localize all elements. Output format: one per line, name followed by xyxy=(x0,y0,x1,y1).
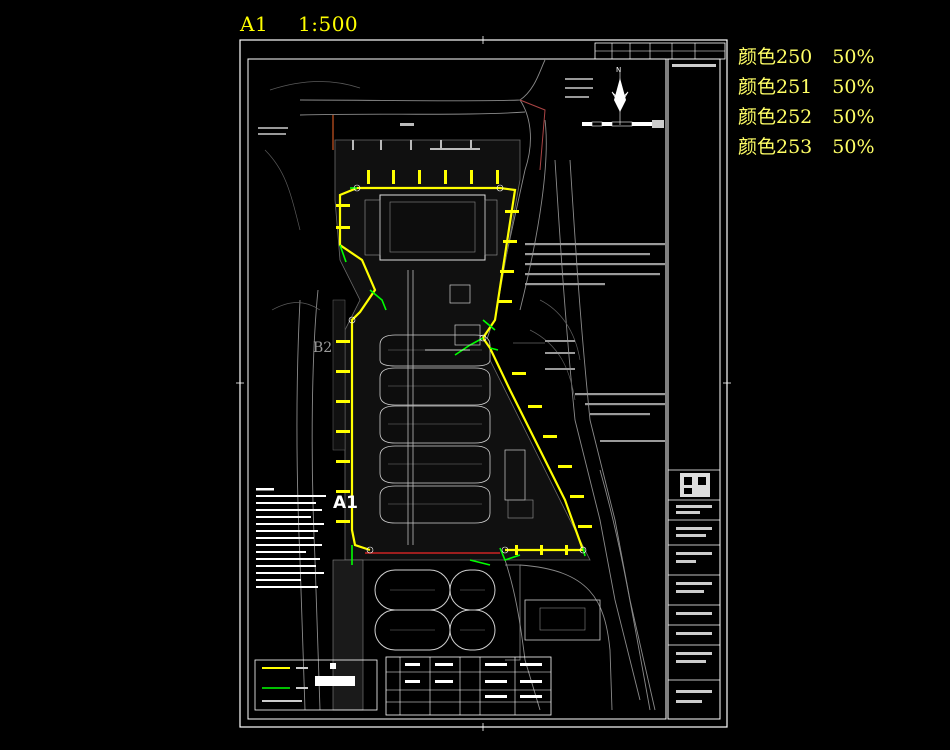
legend-value: 50% xyxy=(832,106,875,128)
building-east xyxy=(524,599,601,641)
zone-label-b2: B2 xyxy=(313,340,332,356)
legend-row: 颜色252 50% xyxy=(738,102,875,132)
legend-name: 颜色252 xyxy=(738,106,813,128)
legend-name: 颜色250 xyxy=(738,46,813,68)
title-block xyxy=(667,58,721,720)
schedule-table xyxy=(385,656,552,716)
legend-value: 50% xyxy=(832,76,875,98)
line-legend-box xyxy=(254,659,378,711)
legend-row: 颜色251 50% xyxy=(738,72,875,102)
road-network xyxy=(296,59,656,711)
classroom-blocks xyxy=(379,334,491,524)
zone-label-a1: A1 xyxy=(333,493,358,513)
outer-frame xyxy=(239,39,728,728)
legend-row: 颜色253 50% xyxy=(738,132,875,162)
sheet-scale: 1:500 xyxy=(298,12,359,36)
legend-name: 颜色251 xyxy=(738,76,813,98)
legend-row: 颜色250 50% xyxy=(738,42,875,72)
coordinate-marks xyxy=(258,78,593,135)
scale-bar xyxy=(582,120,664,128)
inner-border xyxy=(247,58,667,720)
legend-value: 50% xyxy=(832,136,875,158)
legend-name: 颜色253 xyxy=(738,136,813,158)
annotation-notes xyxy=(525,243,665,442)
sports-fields xyxy=(374,569,496,651)
north-arrow-icon xyxy=(611,72,629,125)
boundary-markers xyxy=(336,170,592,555)
north-label: N xyxy=(616,66,621,74)
color-legend: 颜色250 50% 颜色251 50% 颜色252 50% 颜色253 50% xyxy=(738,42,875,162)
green-pipe-line xyxy=(339,187,586,566)
legend-value: 50% xyxy=(832,46,875,68)
general-notes xyxy=(256,488,326,588)
building-gymnasium xyxy=(379,194,486,261)
landscape-strip xyxy=(332,559,364,711)
sheet-name: A1 xyxy=(240,12,269,36)
